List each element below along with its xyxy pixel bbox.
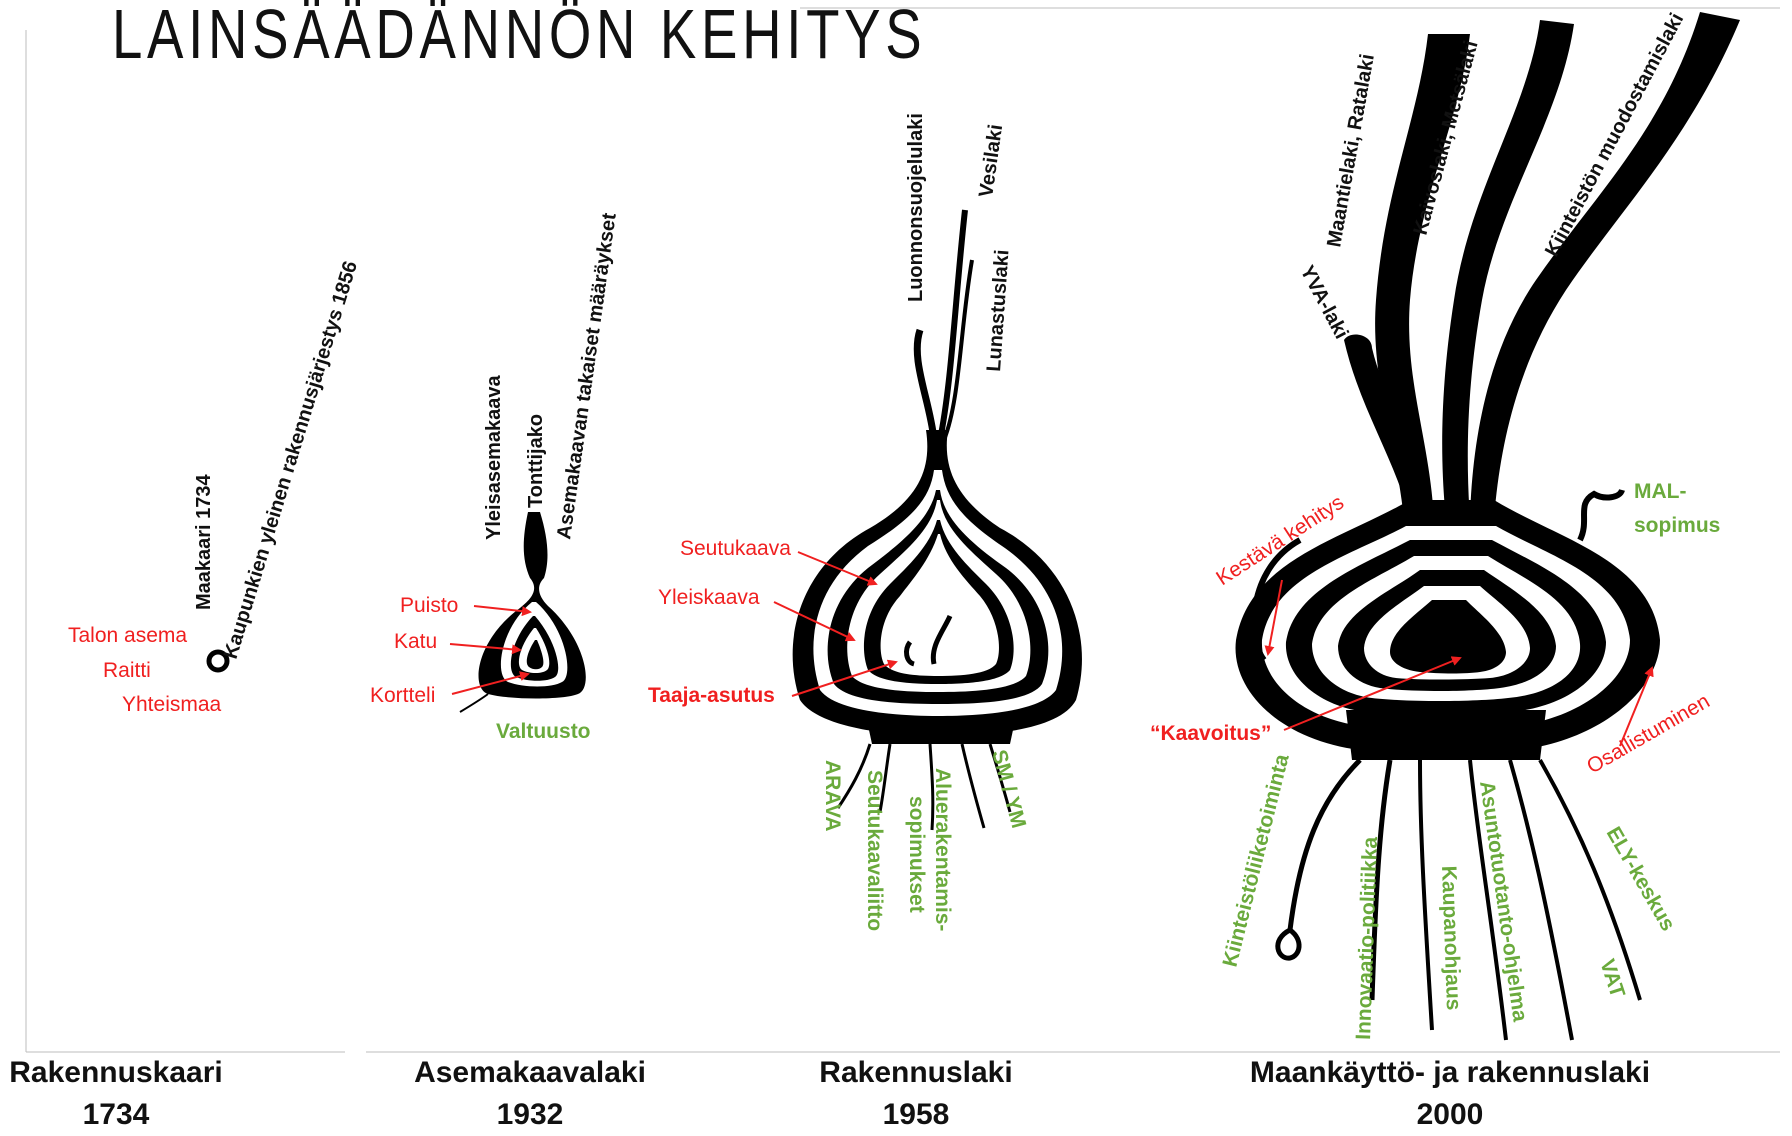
label-lunastuslaki: Lunastuslaki: [983, 249, 1013, 373]
label-puisto: Puisto: [400, 594, 458, 617]
label-seutukaava: Seutukaava: [680, 537, 791, 560]
onion-1958: [793, 210, 1082, 830]
label-maakaari: Maakaari 1734: [193, 473, 215, 610]
era-label-1958: Rakennuslaki 1958: [656, 1052, 1176, 1136]
era-label-2000: Maankäyttö- ja rakennuslaki 2000: [1190, 1052, 1710, 1136]
label-seutukaavaliitto: Seutukaavaliitto: [863, 770, 886, 931]
label-katu: Katu: [394, 630, 437, 653]
label-arava: ARAVA: [821, 760, 844, 832]
label-valtuusto: Valtuusto: [496, 720, 591, 743]
label-raitti: Raitti: [103, 659, 151, 682]
label-yva: YVA-laki: [1296, 262, 1353, 343]
label-yleiskaava: Yleiskaava: [658, 586, 760, 609]
label-sopimukset: sopimukset: [905, 796, 928, 913]
label-mal: MAL-: [1634, 480, 1686, 503]
label-kortteli: Kortteli: [370, 684, 435, 707]
label-asemakaavan-takaiset: Asemakaavan takaiset määräykset: [553, 211, 621, 540]
label-yleisasemakaava: Yleisasemakaava: [483, 375, 505, 540]
label-sopimus: sopimus: [1634, 514, 1720, 537]
label-innovaatio: Innovaatio-politiikka: [1352, 836, 1382, 1040]
era-name: Rakennuslaki: [656, 1052, 1176, 1094]
label-kaupunkien: Kaupunkien yleinen rakennusjärjestys 185…: [220, 259, 362, 662]
era-name: Maankäyttö- ja rakennuslaki: [1190, 1052, 1710, 1094]
label-taaja-asutus: Taaja-asutus: [648, 684, 775, 707]
label-maantielaki: Maantielaki, Ratalaki: [1323, 52, 1379, 249]
label-aluerakentamis: Aluerakentamis-: [931, 768, 954, 931]
label-yhteismaa: Yhteismaa: [122, 693, 222, 716]
label-talon-asema: Talon asema: [68, 624, 187, 647]
label-kaavoitus: “Kaavoitus”: [1150, 722, 1271, 745]
label-vesilaki: Vesilaki: [975, 123, 1007, 199]
label-sm-ym: SM / YM: [987, 747, 1030, 830]
label-tonttijako: Tonttijako: [525, 414, 547, 508]
label-vat: VAT: [1595, 956, 1629, 1000]
label-kaupanohjaus: Kaupanohjaus: [1437, 865, 1465, 1010]
label-luonnonsuojelulaki: Luonnonsuojelulaki: [905, 113, 927, 302]
